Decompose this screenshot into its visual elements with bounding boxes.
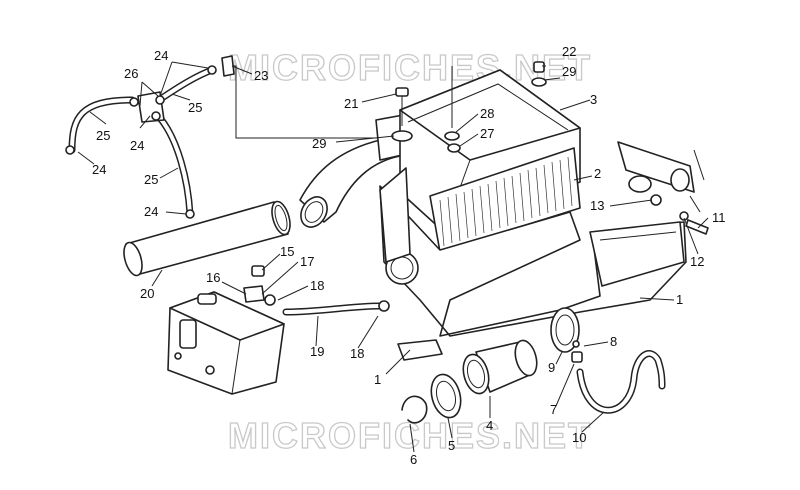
- callout-19: 19: [310, 344, 324, 359]
- callout-labels: 22 29 3 21 28 27 29 2 13 11 12 1 24 23 2…: [92, 44, 726, 467]
- callout-24: 24: [154, 48, 168, 63]
- intake-tube: [123, 200, 291, 277]
- callout-29: 29: [562, 64, 576, 79]
- drain-hose: [571, 340, 666, 414]
- callout-27: 27: [480, 126, 494, 141]
- callout-15: 15: [280, 244, 294, 259]
- callout-16: 16: [206, 270, 220, 285]
- callout-6: 6: [410, 452, 417, 467]
- callout-1: 1: [676, 292, 683, 307]
- callout-17: 17: [300, 254, 314, 269]
- leader-lines: [77, 61, 709, 453]
- callout-5: 5: [448, 438, 455, 453]
- airbox-lower-body: [379, 167, 687, 353]
- callout-20: 20: [140, 286, 154, 301]
- callout-23: 23: [254, 68, 268, 83]
- callout-2: 2: [594, 166, 601, 181]
- callout-12: 12: [690, 254, 704, 269]
- callout-28: 28: [480, 106, 494, 121]
- breather-hose-assembly: [65, 55, 380, 219]
- rubber-ring: [430, 373, 462, 419]
- callout-9: 9: [548, 360, 555, 375]
- intake-sleeve: [462, 339, 538, 395]
- callout-10: 10: [572, 430, 586, 445]
- callout-22: 22: [562, 44, 576, 59]
- callout-8: 8: [610, 334, 617, 349]
- callout-25: 25: [144, 172, 158, 187]
- callout-29: 29: [312, 136, 326, 151]
- callout-13: 13: [590, 198, 604, 213]
- callout-1: 1: [374, 372, 381, 387]
- filter-pad: [397, 339, 443, 361]
- callout-21: 21: [344, 96, 358, 111]
- oil-tank: [167, 291, 285, 395]
- hose-clamp: [401, 395, 428, 424]
- callout-18: 18: [350, 346, 364, 361]
- mounting-bracket: [617, 141, 709, 235]
- callout-7: 7: [550, 402, 557, 417]
- callout-24: 24: [144, 204, 158, 219]
- callout-3: 3: [590, 92, 597, 107]
- callout-24: 24: [130, 138, 144, 153]
- callout-11: 11: [712, 210, 726, 225]
- callout-4: 4: [486, 418, 493, 433]
- callout-25: 25: [96, 128, 110, 143]
- oil-fittings: [243, 265, 390, 316]
- callout-25: 25: [188, 100, 202, 115]
- callout-26: 26: [124, 66, 138, 81]
- watermark-top: MICROFICHES.NET: [228, 47, 592, 88]
- callout-18: 18: [310, 278, 324, 293]
- air-filter-element: [429, 147, 581, 253]
- callout-24: 24: [92, 162, 106, 177]
